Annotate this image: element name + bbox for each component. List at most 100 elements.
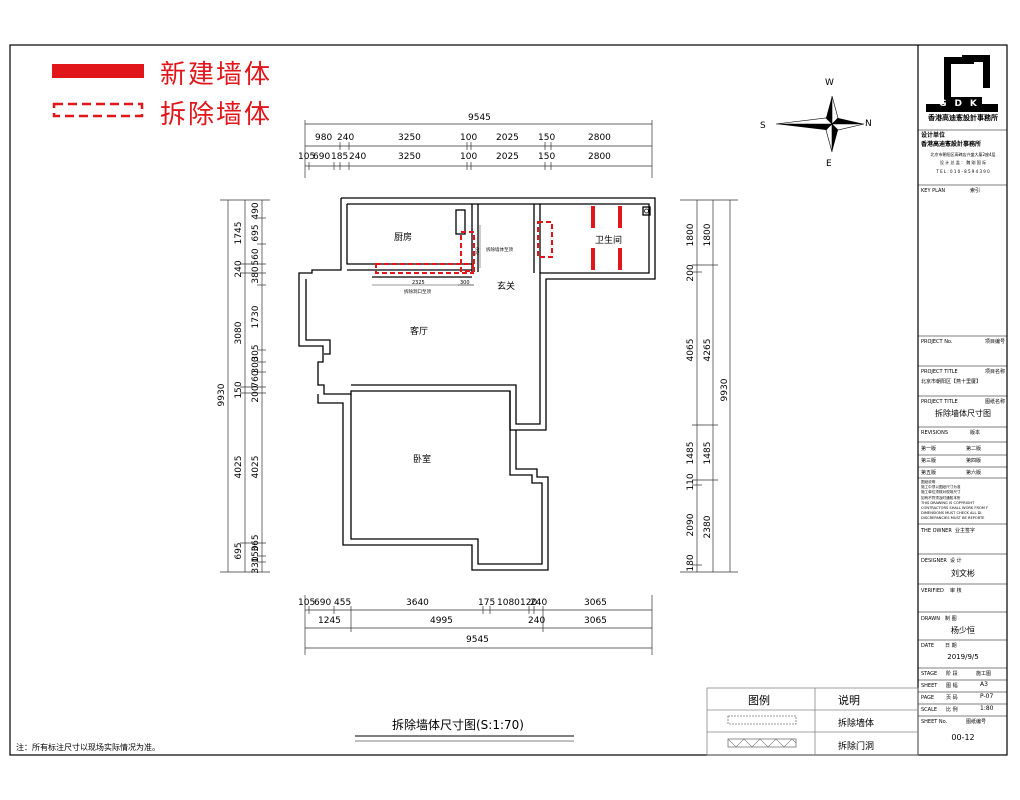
- key-plan-value: 索引: [970, 188, 981, 194]
- dim-bot-r2-2: 240: [528, 616, 546, 626]
- verified-sub: 审 核: [950, 588, 962, 594]
- gdk-logo-mark: [926, 55, 998, 112]
- notes-line-5: CONTRACTORS SHALL WORK FROM F: [921, 506, 989, 511]
- legend-table-lines: [706, 687, 919, 756]
- dim-bot-total: 9545: [466, 635, 489, 645]
- dim-left-i11: 150: [251, 545, 261, 562]
- dim-top-r2-0: 105: [298, 152, 316, 162]
- legend-col-desc: 说明: [838, 694, 860, 707]
- sheet-no-sub: 图纸编号: [966, 719, 987, 725]
- scale-value: 1:80: [980, 705, 994, 712]
- note-remove-opening: 拆除洞口至顶: [404, 290, 431, 295]
- legend-removed-wall-swatch: [727, 715, 797, 725]
- right-dimensions: [680, 199, 738, 573]
- dim-left-i1: 695: [251, 224, 261, 241]
- right-dim-labels: 1800 200 4065 1485 110 2090 180 1800 426…: [686, 223, 730, 571]
- left-dimensions: [220, 199, 270, 573]
- dim-bot-r1-8: 3065: [584, 598, 607, 608]
- new-walls: [591, 206, 622, 270]
- page-sub: 页 码: [946, 695, 958, 701]
- dim-bot-r2-0: 1245: [318, 616, 341, 626]
- left-dim-labels: 9930 1745 240 3080 150 4025 695 490 695 …: [217, 202, 261, 573]
- room-bathroom: 卫生间: [595, 236, 623, 246]
- dim-right-o2: 1485: [703, 442, 713, 465]
- dim-top-r1-6: 2800: [588, 133, 611, 143]
- top-dimensions: [304, 120, 653, 178]
- legend-removed-wall-label: 拆除墙体: [160, 100, 273, 130]
- drawn-label: DRAWN: [921, 616, 940, 622]
- dim-bot-r2-3: 3065: [584, 616, 607, 626]
- dim-top-r2-3: 240: [349, 152, 367, 162]
- dim-bot-r1-5: 1080: [497, 598, 520, 608]
- dim-top-r2-5: 100: [460, 152, 478, 162]
- firm-name-2: 香港高迪愙設計事務所: [921, 141, 982, 148]
- notes-line-3: 如有不符须及时通知本所: [921, 495, 961, 500]
- dim-left-i10: 365: [251, 534, 261, 551]
- dim-right-o3: 2380: [703, 515, 713, 538]
- owner-label: THE OWNER: [921, 528, 952, 534]
- sheet-no-label: SHEET No.: [921, 719, 948, 725]
- note-dim-2325: 2325: [412, 280, 425, 286]
- dim-top-r1-4: 2025: [496, 133, 519, 143]
- drawing-title-value: 图纸名称: [985, 399, 1006, 405]
- note-dim-750: 750: [475, 247, 481, 256]
- drawing-title-label: PROJECT TITLE: [921, 399, 958, 405]
- notes-line-2: 施工单位须核对现场尺寸: [921, 490, 961, 495]
- dim-top-r2-4: 3250: [398, 152, 421, 162]
- page-label: PAGE: [921, 695, 935, 701]
- rev-4: 第四版: [966, 458, 982, 464]
- dim-bot-r2-1: 4995: [430, 616, 453, 626]
- designer-sub: 设 计: [950, 558, 962, 564]
- dim-bot-r1-2: 455: [334, 598, 352, 608]
- room-entry: 玄关: [497, 282, 516, 292]
- firm-address: 北京市朝阳区高碑店兴盛大厦2座4层: [930, 152, 996, 157]
- notes-line-6: DIMENSIONS MUST CHECK ALL DI: [921, 511, 982, 516]
- dim-left-i8: 200: [251, 385, 261, 402]
- floor-plan-walls: [298, 197, 656, 571]
- dim-bot-r1-4: 175: [478, 598, 496, 608]
- dim-right-i0: 1800: [686, 223, 696, 246]
- dim-right-i1: 200: [686, 264, 696, 281]
- notes-line-7: DISCREPANCIES MUST BE REPORTE: [921, 516, 985, 521]
- page-value: P-07: [980, 693, 994, 700]
- removal-annotation-lines: [372, 225, 481, 286]
- dim-top-r1-1: 240: [337, 133, 355, 143]
- project-no-value: 项目编号: [985, 339, 1006, 345]
- dim-left-o0: 1745: [234, 222, 244, 245]
- dim-right-total: 9930: [720, 378, 730, 401]
- verified-label: VERIFIED: [921, 588, 944, 594]
- dim-top-total: 9545: [468, 113, 491, 123]
- room-living: 客厅: [410, 327, 429, 337]
- legend-col-icon: 图例: [748, 694, 770, 707]
- dim-top-r2-7: 150: [538, 152, 556, 162]
- dim-top-r2-2: 185: [331, 152, 349, 162]
- dim-left-o1: 240: [234, 260, 244, 277]
- legend-removed-door-swatch: [727, 738, 797, 748]
- dim-bot-r1-3: 3640: [406, 598, 429, 608]
- design-unit-label: 设计单位: [921, 132, 946, 139]
- sheet-sub: 图 幅: [946, 683, 958, 689]
- dim-bot-r1-0: 105: [298, 598, 316, 608]
- dim-right-i4: 110: [686, 473, 696, 490]
- dim-left-i9: 4025: [251, 456, 261, 479]
- drawn-name: 杨少恒: [951, 626, 975, 635]
- project-name: 北京市朝阳区【燕十里厦】: [921, 379, 982, 385]
- room-kitchen: 厨房: [394, 233, 413, 243]
- dim-left-o4: 4025: [234, 456, 244, 479]
- dim-left-i5: 305: [251, 344, 261, 361]
- dim-right-i2: 4065: [686, 339, 696, 362]
- notes-block: 图纸说明 施工中须以图纸尺寸为准 施工单位须核对现场尺寸 如有不符须及时通知本所…: [921, 480, 1011, 522]
- scale-sub: 比 例: [946, 707, 958, 713]
- dim-left-i0: 490: [251, 202, 261, 219]
- drawing-title: 拆除墙体尺寸图(S:1:70): [392, 718, 524, 732]
- scale-label: SCALE: [921, 707, 938, 713]
- dim-bot-r1-7: 240: [530, 598, 548, 608]
- legend-row-removed-wall: 拆除墙体: [838, 719, 875, 729]
- dim-left-total: 9930: [217, 383, 227, 406]
- legend-new-wall-label: 新建墙体: [160, 60, 273, 90]
- sheet-label: SHEET: [921, 683, 938, 689]
- rev-2: 第二版: [966, 446, 982, 452]
- dim-left-i12: 330: [251, 556, 261, 573]
- date-value: 2019/9/5: [947, 653, 979, 661]
- gdk-logo-text: GDK: [939, 99, 985, 109]
